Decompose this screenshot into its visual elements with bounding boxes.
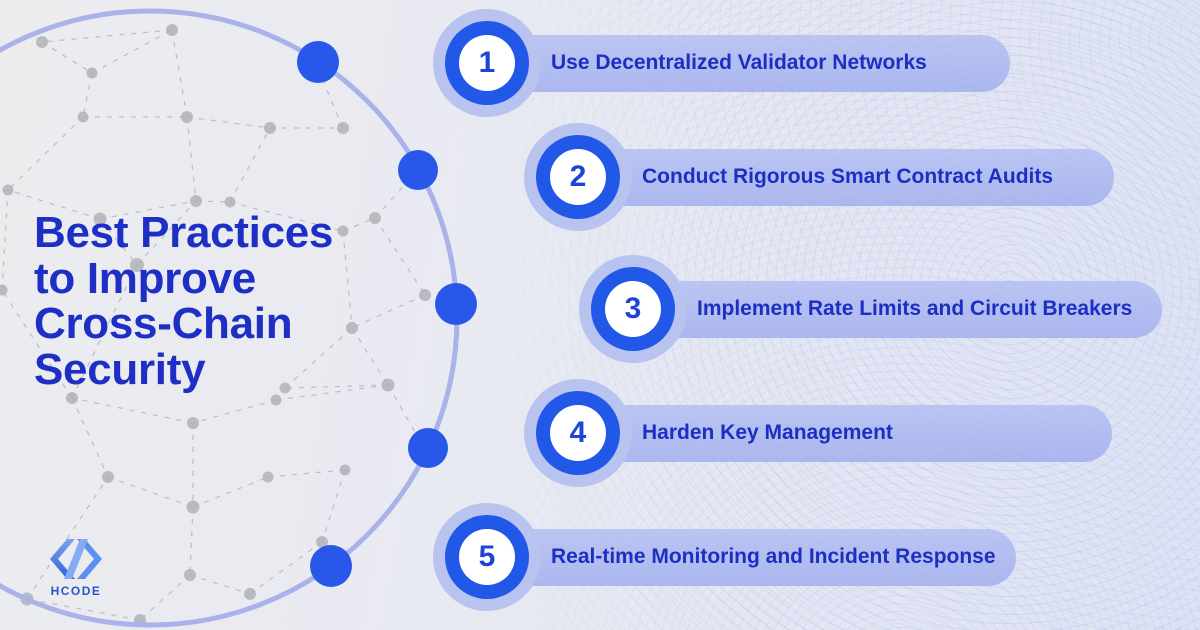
item-pill: Real-time Monitoring and Incident Respon… bbox=[487, 528, 1016, 586]
item-number-badge: 4 bbox=[524, 379, 632, 487]
network-nodes bbox=[0, 24, 431, 626]
network-graphic bbox=[0, 8, 477, 628]
page-title: Best Practices to Improve Cross-Chain Se… bbox=[34, 210, 333, 392]
item-label: Implement Rate Limits and Circuit Breake… bbox=[697, 297, 1133, 320]
item-label: Conduct Rigorous Smart Contract Audits bbox=[642, 165, 1054, 188]
network-edges bbox=[1, 29, 426, 621]
item-label: Real-time Monitoring and Incident Respon… bbox=[551, 545, 996, 568]
item-number: 4 bbox=[569, 416, 587, 449]
item-number: 2 bbox=[569, 160, 587, 193]
item-number-badge: 2 bbox=[524, 123, 632, 231]
title-line: to Improve bbox=[34, 253, 256, 303]
item-label: Use Decentralized Validator Networks bbox=[551, 51, 927, 74]
badge-core: 5 bbox=[459, 529, 515, 585]
badge-core: 4 bbox=[550, 405, 606, 461]
brand-name: HCODE bbox=[50, 584, 102, 598]
brand-logo: HCODE bbox=[46, 538, 106, 598]
badge-core: 2 bbox=[550, 149, 606, 205]
node-dot bbox=[398, 150, 438, 190]
item-pill: Harden Key Management bbox=[578, 404, 1112, 462]
node-dot bbox=[408, 428, 448, 468]
item-number-badge: 3 bbox=[579, 255, 687, 363]
badge-ring: 1 bbox=[445, 21, 529, 105]
code-brackets-icon bbox=[50, 539, 102, 579]
title-line: Security bbox=[34, 344, 206, 394]
item-label: Harden Key Management bbox=[642, 421, 893, 444]
item-number-badge: 1 bbox=[433, 9, 541, 117]
title-line: Best Practices bbox=[34, 208, 334, 257]
node-dot bbox=[435, 283, 477, 325]
item-number: 5 bbox=[478, 540, 496, 573]
badge-core: 3 bbox=[605, 281, 661, 337]
badge-ring: 4 bbox=[536, 391, 620, 475]
badge-ring: 5 bbox=[445, 515, 529, 599]
badge-core: 1 bbox=[459, 35, 515, 91]
item-pill: Implement Rate Limits and Circuit Breake… bbox=[633, 280, 1162, 338]
item-number-badge: 5 bbox=[433, 503, 541, 611]
orbit-dots bbox=[297, 41, 477, 587]
item-number: 3 bbox=[624, 292, 642, 325]
item-pill: Conduct Rigorous Smart Contract Audits bbox=[578, 148, 1114, 206]
node-dot bbox=[297, 41, 339, 83]
item-number: 1 bbox=[478, 46, 496, 79]
badge-ring: 2 bbox=[536, 135, 620, 219]
item-pill: Use Decentralized Validator Networks bbox=[487, 34, 1010, 92]
title-line: Cross-Chain bbox=[34, 299, 293, 348]
badge-ring: 3 bbox=[591, 267, 675, 351]
node-dot bbox=[310, 545, 352, 587]
